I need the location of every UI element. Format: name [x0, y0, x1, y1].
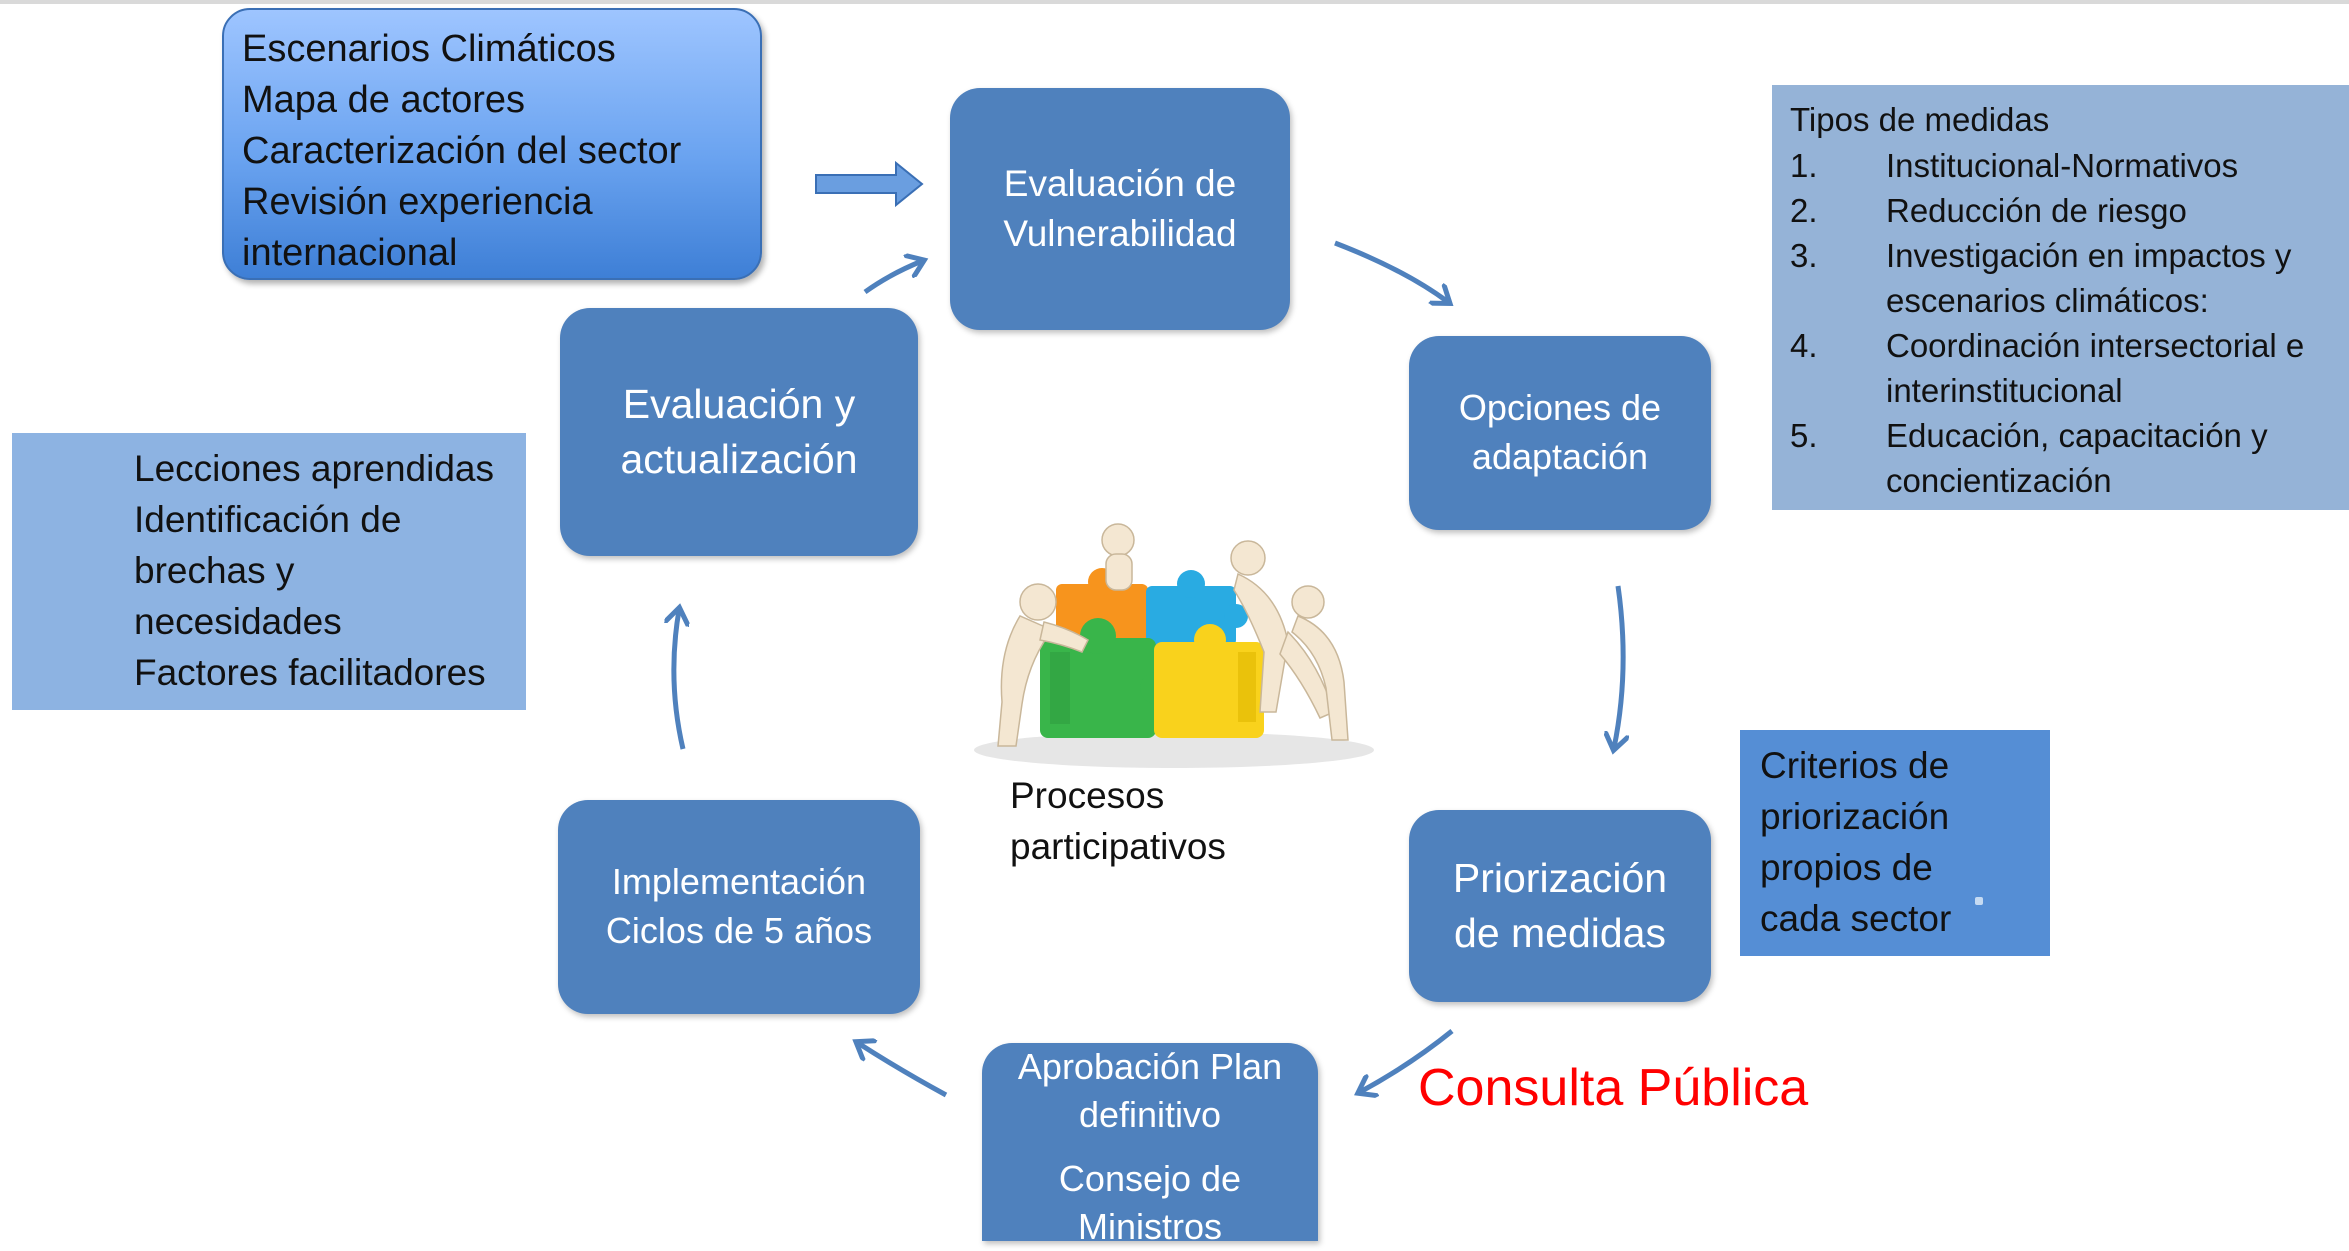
node-label: Implementación [611, 861, 867, 903]
node-label: Ciclos de 5 años [605, 910, 873, 951]
measure-number: 1. [1790, 147, 1818, 184]
measure-line: Reducción de riesgo [1886, 192, 2187, 229]
node-label: Priorización [1452, 854, 1668, 901]
input-block-arrow [815, 160, 924, 208]
node-label: Vulnerabilidad [1003, 213, 1237, 254]
measure-item: 4. Coordinación intersectorial e interins… [1790, 323, 2339, 413]
node-label: adaptación [1471, 436, 1649, 477]
criteria-box: Criterios de priorización propios de cad… [1740, 730, 2050, 956]
measure-number: 2. [1790, 192, 1818, 229]
small-marker-dot [1975, 897, 1983, 905]
measure-item: 3. Investigación en impactos y escenarios… [1790, 233, 2339, 323]
node-label: actualización [620, 436, 858, 482]
inputs-line: Escenarios Climáticos [242, 28, 616, 70]
node-label: Consejo de [1058, 1158, 1242, 1199]
node-label: de medidas [1454, 910, 1666, 956]
measure-line: Educación, capacitación y [1886, 417, 2268, 454]
node-plan-approval: Aprobación Plan definitivo Consejo de Mi… [982, 1043, 1318, 1247]
center-label: Procesos participativos [1010, 770, 1226, 872]
criteria-line: priorización [1760, 796, 1950, 837]
lessons-line: Factores facilitadores [134, 652, 486, 693]
measure-line: Institucional-Normativos [1886, 147, 2239, 184]
arrow-vuln-to-options [1334, 240, 1448, 302]
criteria-line: Criterios de [1760, 745, 1950, 786]
measure-line: Coordinación intersectorial e [1886, 327, 2305, 364]
measure-text: Reducción de riesgo [1886, 188, 2339, 233]
lessons-line: Lecciones aprendidas [134, 448, 494, 489]
measure-number: 5. [1790, 417, 1818, 454]
measure-text: Institucional-Normativos [1886, 143, 2339, 188]
node-implementation: Implementación Ciclos de 5 años [558, 800, 920, 1014]
measure-line: interinstitucional [1886, 372, 2123, 409]
measure-text: Investigación en impactos y escenarios cl… [1886, 233, 2339, 323]
measure-line: escenarios climáticos: [1886, 282, 2209, 319]
measure-text: Educación, capacitación y concientización [1886, 413, 2339, 503]
node-label: Opciones de [1458, 387, 1662, 429]
lessons-line: necesidades [134, 601, 342, 642]
node-label: Evaluación y [622, 380, 856, 427]
puzzle-people-illustration [974, 523, 1374, 768]
inputs-box: Escenarios Climáticos Mapa de actores Ca… [222, 8, 762, 280]
measure-line: concientización [1886, 462, 2112, 499]
inputs-line: Mapa de actores [242, 79, 526, 121]
arrow-eval-to-vuln [863, 261, 922, 295]
measure-number: 4. [1790, 327, 1818, 364]
measure-item: 1. Institucional-Normativos [1790, 143, 2339, 188]
node-vulnerability-assessment: Evaluación de Vulnerabilidad [950, 88, 1290, 330]
measure-item: 5. Educación, capacitación y concientizac… [1790, 413, 2339, 503]
criteria-line: propios de [1760, 847, 1933, 888]
node-adaptation-options: Opciones de adaptación [1409, 336, 1711, 530]
measure-item: 2. Reducción de riesgo [1790, 188, 2339, 233]
top-divider [0, 0, 2349, 4]
arrow-impl-to-eval [674, 610, 683, 750]
inputs-line: internacional [242, 232, 458, 274]
node-label: Aprobación Plan [1017, 1046, 1283, 1087]
node-label: definitivo [1078, 1094, 1222, 1135]
measure-number: 3. [1790, 237, 1818, 274]
node-label: Evaluación de [1003, 163, 1237, 205]
measure-line: Investigación en impactos y [1886, 237, 2292, 274]
measures-title: Tipos de medidas [1790, 101, 2050, 138]
lessons-box: Lecciones aprendidas Identificación de b… [12, 433, 526, 710]
measure-text: Coordinación intersectorial e interinstit… [1886, 323, 2339, 413]
criteria-line: cada sector [1760, 898, 1952, 939]
node-label: Ministros [1077, 1206, 1223, 1247]
node-prioritization: Priorización de medidas [1409, 810, 1711, 1002]
lessons-line: Identificación de [134, 499, 402, 540]
node-evaluation-update: Evaluación y actualización [560, 308, 918, 556]
center-label-line: Procesos [1010, 775, 1165, 816]
arrow-approval-to-impl [858, 1043, 948, 1098]
center-label-line: participativos [1010, 826, 1226, 867]
inputs-line: Revisión experiencia [242, 181, 593, 223]
inputs-line: Caracterización del sector [242, 130, 682, 172]
measures-box: Tipos de medidas 1. Institucional-Normat… [1772, 85, 2349, 510]
lessons-line: brechas y [134, 550, 295, 591]
public-consultation-label: Consulta Pública [1418, 1059, 1809, 1117]
arrow-options-to-prior [1614, 585, 1623, 748]
